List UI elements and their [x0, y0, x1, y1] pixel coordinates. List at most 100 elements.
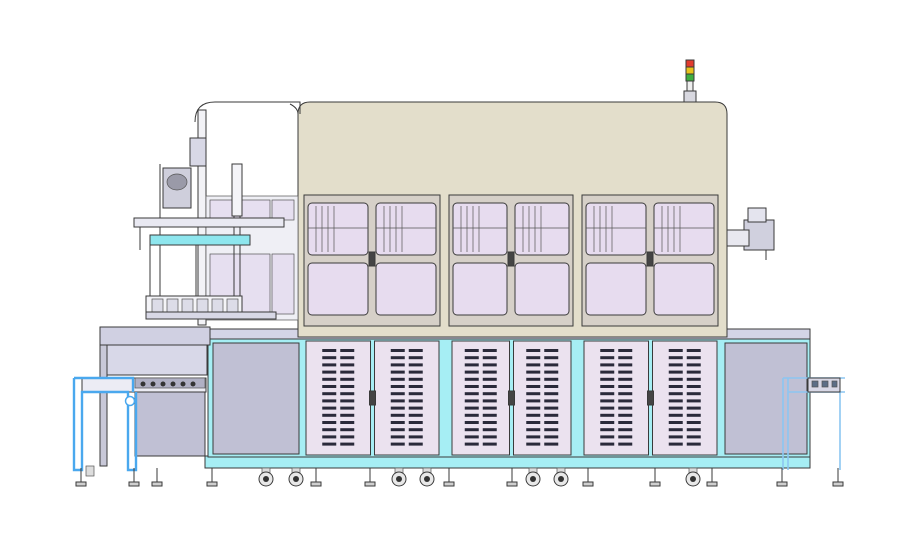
window-pane [653, 202, 715, 256]
vent-slot-icon [600, 385, 615, 388]
window-pane [585, 262, 647, 316]
vent-slot-icon [340, 399, 355, 403]
lower-door-pair [305, 340, 440, 456]
vent-slot-icon [322, 370, 337, 374]
vent-slot-icon [340, 442, 355, 446]
vent-slot-icon [482, 421, 497, 424]
vent-slot-icon [618, 435, 633, 439]
vent-slot-icon [482, 349, 497, 352]
vent-slot-icon [526, 428, 541, 432]
vented-door [451, 340, 510, 456]
vent-slot-icon [408, 370, 423, 374]
vent-slot-icon [668, 370, 683, 374]
vent-slot-icon [600, 370, 615, 374]
vent-slot-icon [482, 356, 497, 360]
vent-slot-icon [600, 413, 615, 417]
vent-slot-icon [544, 399, 559, 403]
vent-slot-icon [322, 406, 337, 410]
cup-mold [151, 298, 164, 313]
vent-slot-icon [482, 406, 497, 410]
vent-slot-icon [668, 413, 683, 417]
vent-slot-icon [686, 370, 701, 374]
vent-slot-icon [544, 421, 559, 424]
window-pane [585, 202, 647, 256]
vent-slot-icon [618, 442, 633, 446]
vent-slot-icon [600, 399, 615, 403]
window-door-pair [581, 194, 719, 327]
leveling-foot-icon [706, 468, 718, 487]
base-rail [204, 455, 811, 469]
vent-slot-icon [600, 406, 615, 410]
lower-door-bank [305, 340, 718, 456]
conveyor-roller [140, 381, 146, 387]
vent-slot-icon [618, 421, 633, 424]
conveyor-roller [150, 381, 156, 387]
vent-slot-icon [686, 413, 701, 417]
vent-slot-icon [390, 385, 405, 388]
vent-slot-icon [618, 385, 633, 388]
vent-slot-icon [408, 385, 423, 388]
cup-mold [166, 298, 179, 313]
cup-mold [181, 298, 194, 313]
vent-slot-icon [668, 392, 683, 396]
leveling-foot-icon [776, 468, 788, 487]
caster-wheel-icon [288, 467, 304, 487]
vent-slot-icon [618, 413, 633, 417]
vent-slot-icon [668, 377, 683, 381]
vent-slot-icon [544, 428, 559, 432]
vent-slot-icon [408, 377, 423, 381]
cup-mold [211, 298, 224, 313]
window-pane [452, 262, 508, 316]
window-door-pair [448, 194, 574, 327]
vent-slot-icon [544, 363, 559, 367]
vent-slot-icon [322, 363, 337, 367]
vent-slot-icon [544, 377, 559, 381]
caster-wheels [258, 467, 701, 487]
vent-slot-icon [390, 363, 405, 367]
vent-slot-icon [464, 356, 479, 360]
vent-slot-icon [686, 349, 701, 352]
infeed-module [72, 326, 211, 477]
vent-slot-icon [544, 370, 559, 374]
vent-slot-icon [322, 428, 337, 432]
vent-slot-icon [544, 413, 559, 417]
caster-wheel-icon [685, 467, 701, 487]
vent-slot-icon [482, 370, 497, 374]
leveling-foot-icon [151, 468, 163, 487]
vent-slot-icon [544, 406, 559, 410]
door-handle-icon [368, 251, 376, 267]
vent-slot-icon [390, 442, 405, 446]
vent-slot-icon [408, 363, 423, 367]
vent-slot-icon [600, 392, 615, 396]
vent-slot-icon [526, 392, 541, 396]
leveling-foot-icon [206, 468, 218, 487]
vent-slot-icon [340, 370, 355, 374]
vent-slot-icon [322, 413, 337, 417]
vent-slot-icon [544, 349, 559, 352]
vented-door [305, 340, 371, 456]
vent-slot-icon [526, 356, 541, 360]
caster-wheel-icon [258, 467, 274, 487]
vent-slot-icon [322, 385, 337, 388]
vent-slot-icon [464, 363, 479, 367]
leveling-foot-icon [443, 468, 455, 487]
caster-wheel-icon [419, 467, 435, 487]
vent-slot-icon [686, 356, 701, 360]
vent-slot-icon [464, 413, 479, 417]
door-handle-icon [646, 251, 654, 267]
vent-slot-icon [322, 399, 337, 403]
vent-slot-icon [618, 356, 633, 360]
vent-slot-icon [482, 413, 497, 417]
caster-wheel-icon [553, 467, 569, 487]
vent-slot-icon [526, 442, 541, 446]
vent-slot-icon [544, 442, 559, 446]
cup-mold [226, 298, 239, 313]
vent-slot-icon [686, 435, 701, 439]
vent-slot-icon [408, 413, 423, 417]
vent-slot-icon [686, 377, 701, 381]
vent-slot-icon [618, 399, 633, 403]
vent-slot-icon [686, 392, 701, 396]
vent-slot-icon [340, 356, 355, 360]
vented-door [513, 340, 572, 456]
vent-slot-icon [390, 428, 405, 432]
